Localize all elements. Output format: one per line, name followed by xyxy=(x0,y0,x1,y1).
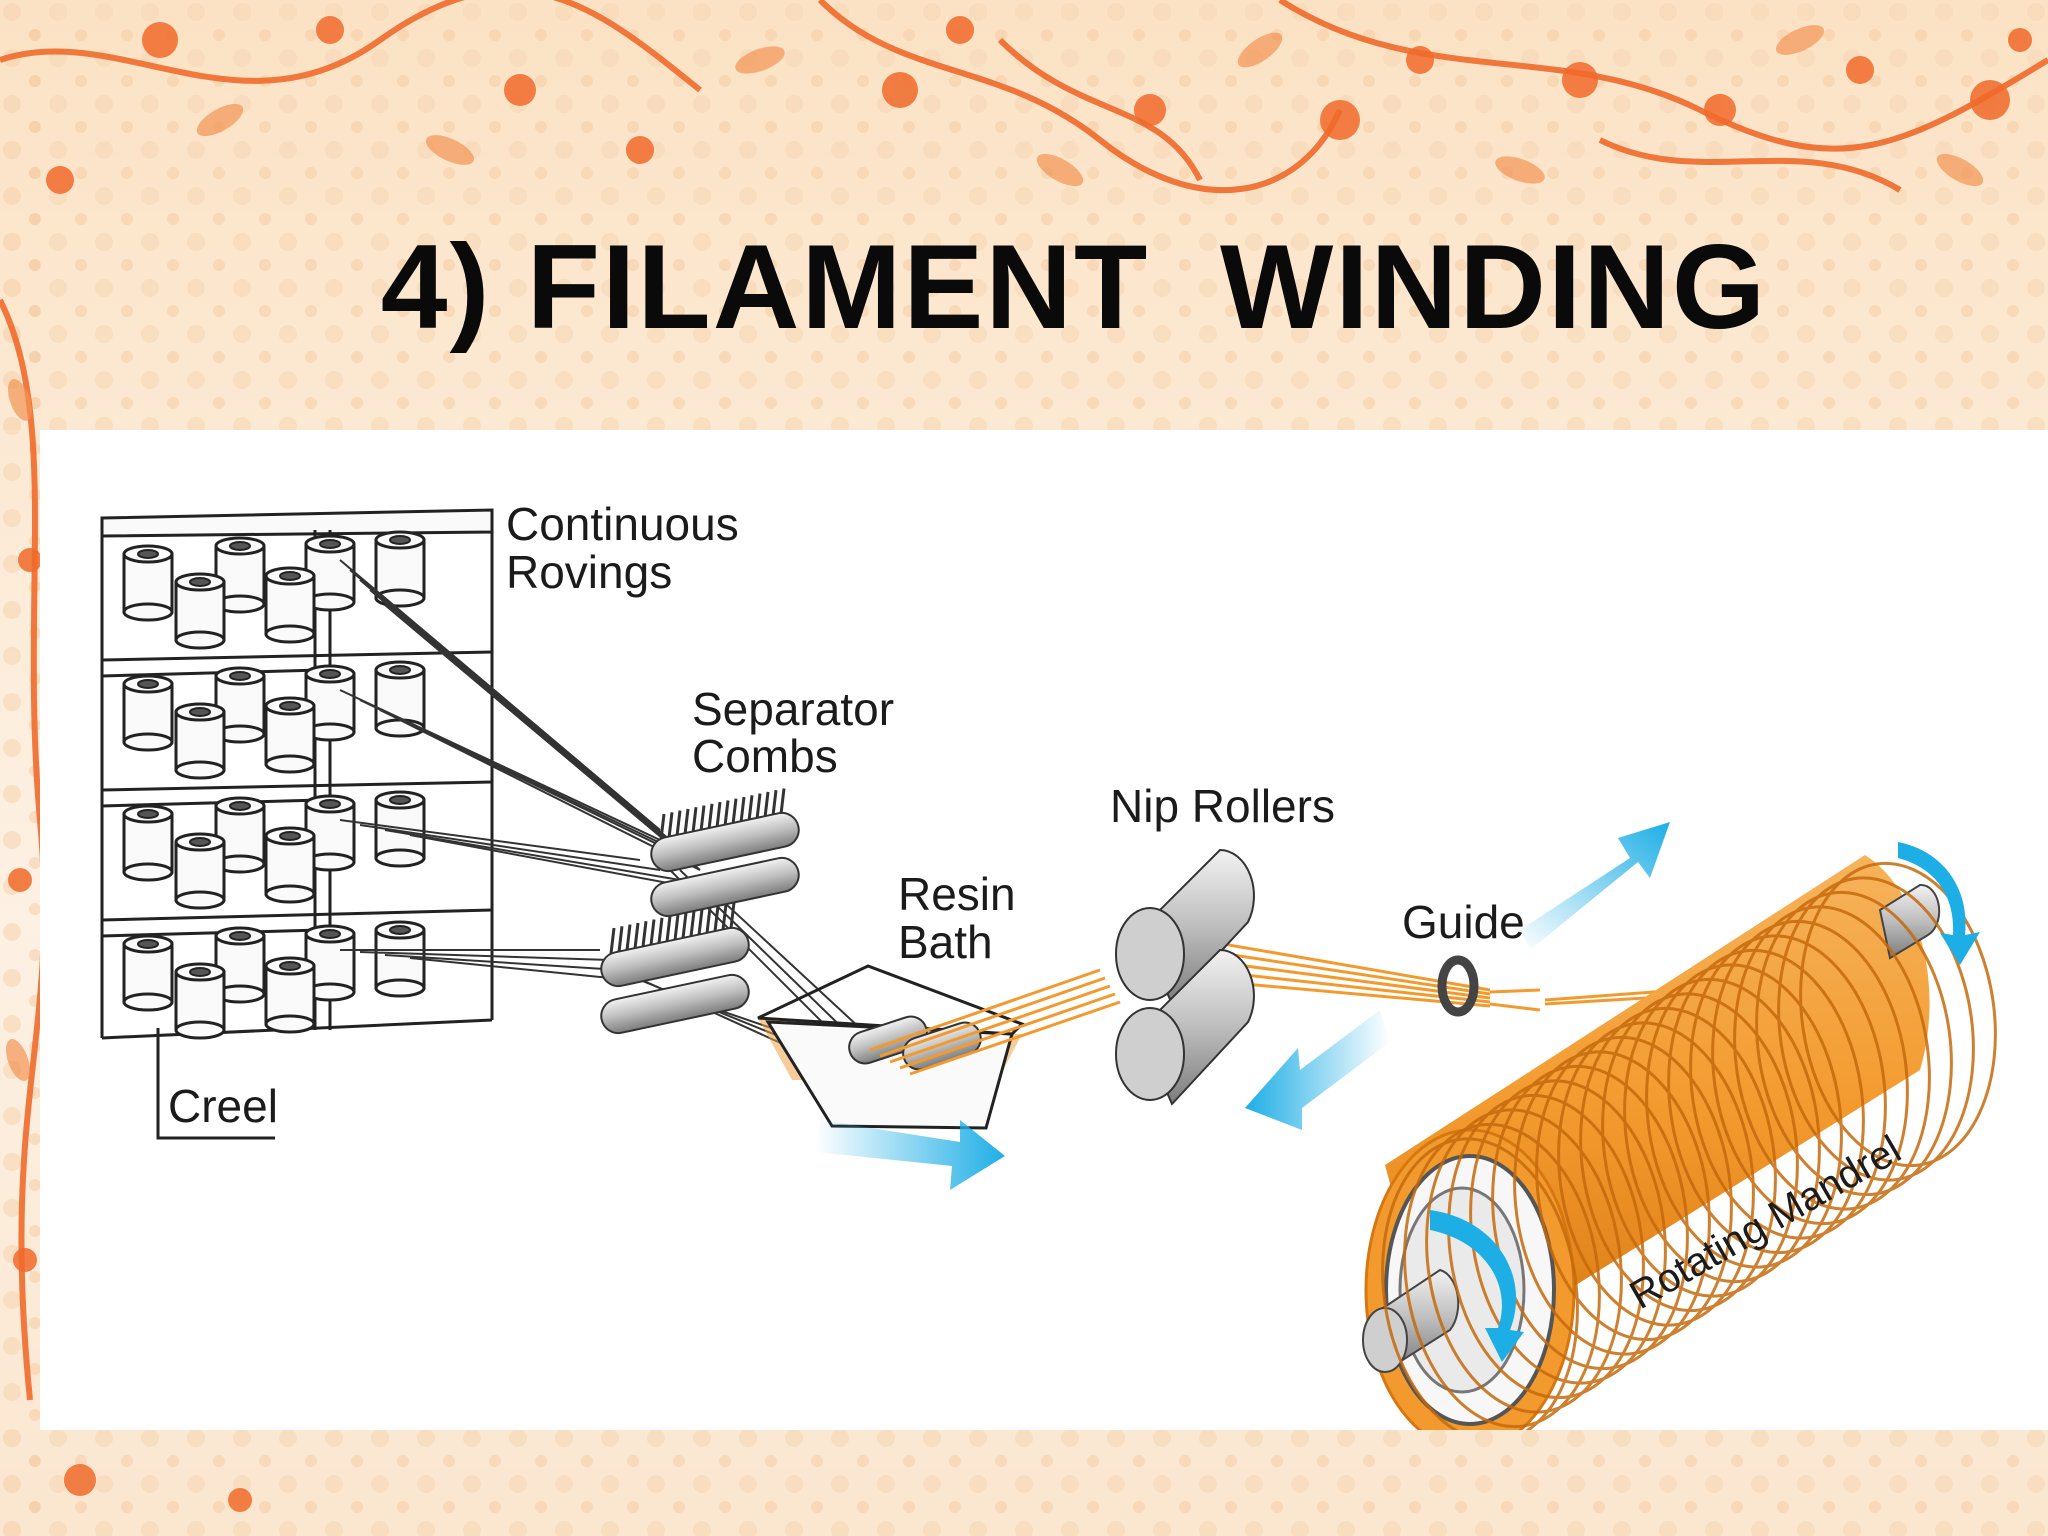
guide-ring xyxy=(1437,955,1479,1017)
spool xyxy=(374,530,426,608)
spool xyxy=(174,832,226,910)
label-continuous-rovings-line2: Rovings xyxy=(506,546,672,598)
label-continuous-rovings-line1: Continuous xyxy=(506,498,739,550)
leaf-cluster xyxy=(5,25,1984,1081)
spool xyxy=(122,544,174,622)
spool xyxy=(264,696,316,774)
spool xyxy=(174,962,226,1040)
spool xyxy=(122,934,174,1012)
flower-cluster xyxy=(8,16,2032,1512)
nip-rollers xyxy=(1115,848,1255,1106)
label-guide: Guide xyxy=(1402,896,1525,948)
label-separator-combs-line2: Combs xyxy=(692,730,838,782)
flow-arrow-icon xyxy=(1520,822,1670,950)
label-separator-combs-line1: Separator xyxy=(692,683,894,735)
roving-spools xyxy=(122,530,426,1040)
resin-bath xyxy=(757,964,1025,1130)
spool xyxy=(122,804,174,882)
roving-strands xyxy=(339,559,876,1071)
filament-winding-diagram: Continuous Rovings Separator Combs Nip R… xyxy=(40,430,2048,1430)
spool xyxy=(264,566,316,644)
separator-combs xyxy=(600,788,800,1035)
creel-callout-line xyxy=(156,1028,275,1140)
spool xyxy=(174,572,226,650)
label-nip-rollers: Nip Rollers xyxy=(1110,780,1335,832)
spool xyxy=(122,674,174,752)
flow-arrow-icon xyxy=(815,1120,1005,1190)
spool xyxy=(304,664,356,742)
slide-title: 4) FILAMENT WINDING xyxy=(380,220,1768,354)
spool xyxy=(264,826,316,904)
spool xyxy=(174,702,226,780)
rotation-arrow-icon xyxy=(1430,842,1980,1362)
rotating-mandrel xyxy=(1362,855,1997,1430)
spool xyxy=(264,956,316,1034)
label-resin-bath-line2: Bath xyxy=(898,916,993,968)
label-creel: Creel xyxy=(168,1080,278,1132)
label-resin-bath-line1: Resin xyxy=(898,868,1016,920)
spool xyxy=(304,794,356,872)
flow-arrow-icon xyxy=(1245,1010,1390,1130)
